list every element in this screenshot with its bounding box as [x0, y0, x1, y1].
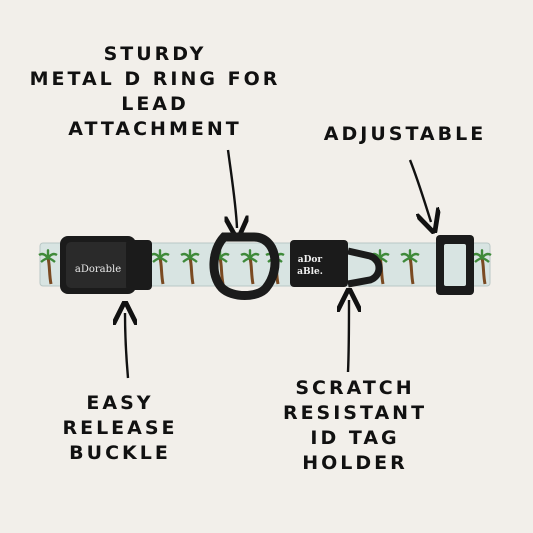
tag-logo-line2: aBle.	[297, 267, 323, 277]
palm-tree-icon	[150, 249, 170, 285]
arrow-icon	[348, 300, 349, 373]
caption-buckle: EASY RELEASE BUCKLE	[30, 391, 210, 466]
arrow-icon	[408, 159, 431, 222]
caption-tag-line1: SCRATCH	[295, 377, 415, 399]
buckle-logo: aDorable	[75, 264, 121, 275]
caption-d-ring-line3: LEAD	[121, 93, 189, 115]
caption-adjustable: ADJUSTABLE	[300, 122, 510, 147]
caption-d-ring-line2: METAL D RING FOR	[29, 68, 281, 90]
palm-tree-icon	[472, 249, 492, 285]
palm-tree-icon	[38, 249, 58, 285]
palm-tree-icon	[240, 249, 260, 285]
caption-buckle-line2: RELEASE	[62, 417, 178, 439]
caption-d-ring: STURDY METAL D RING FOR LEAD ATTACHMENT	[0, 42, 310, 142]
caption-d-ring-line4: ATTACHMENT	[68, 118, 242, 140]
caption-buckle-line1: EASY	[86, 392, 154, 414]
palm-tree-icon	[180, 249, 200, 285]
caption-tag-line2: RESISTANT	[282, 402, 428, 424]
caption-adjustable-line1: ADJUSTABLE	[323, 123, 487, 145]
tag-holder-icon: aDor aBle.	[290, 240, 383, 288]
caption-buckle-line3: BUCKLE	[69, 442, 171, 464]
tag-logo-line1: aDor	[298, 255, 323, 265]
d-ring-icon	[209, 232, 280, 300]
buckle-icon: aDorable	[60, 236, 152, 294]
caption-tag-line3: ID TAG	[310, 427, 400, 449]
caption-tag-line4: HOLDER	[302, 452, 408, 474]
palm-tree-icon	[400, 249, 420, 285]
arrow-icon	[125, 313, 128, 379]
caption-d-ring-line1: STURDY	[103, 43, 207, 65]
arrow-icon	[228, 149, 237, 228]
adjuster-slider-icon	[436, 235, 474, 295]
caption-tag-holder: SCRATCH RESISTANT ID TAG HOLDER	[250, 376, 460, 476]
